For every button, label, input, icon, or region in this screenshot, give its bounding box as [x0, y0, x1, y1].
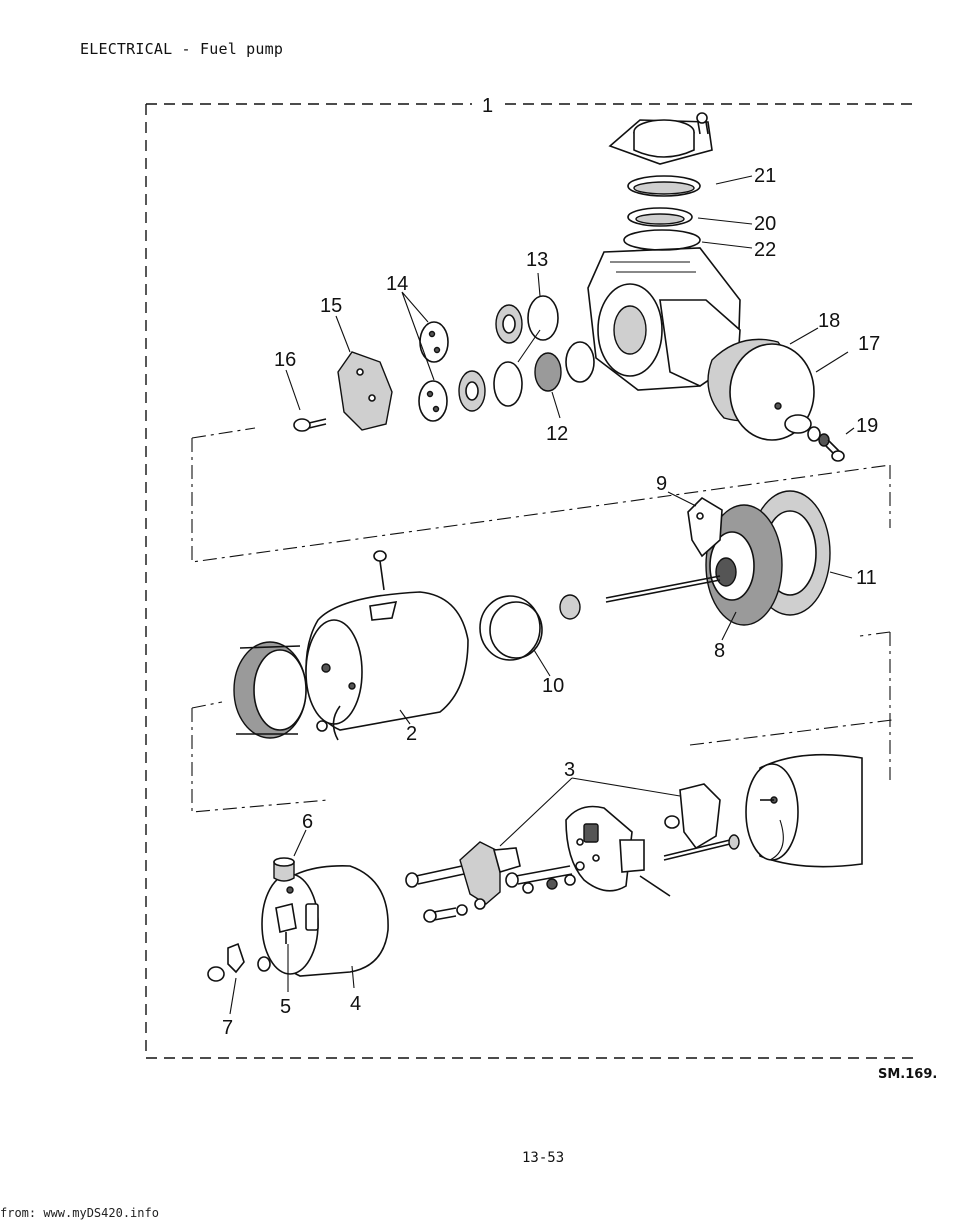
callout-6: 6	[302, 811, 313, 833]
part-12-filter	[534, 352, 562, 392]
part-14-valve-plates	[418, 321, 449, 422]
part-17-diaphragm-plate	[729, 343, 815, 441]
pedestal	[565, 805, 671, 897]
part-15-cover	[337, 351, 393, 431]
part-5-terminal	[275, 903, 297, 944]
callout-14: 14	[386, 273, 408, 295]
callout-19: 19	[856, 415, 878, 437]
callout-12: 12	[546, 423, 568, 445]
source-url: from: www.myDS420.info	[0, 1206, 159, 1220]
callout-4: 4	[350, 993, 361, 1015]
part-21-20-22-rings	[623, 175, 701, 251]
callout-10: 10	[542, 675, 564, 697]
contact-breaker	[663, 783, 740, 861]
assembly-boundaries	[191, 427, 893, 813]
callout-9: 9	[656, 473, 667, 495]
leader-lines	[229, 175, 855, 1015]
callout-15: 15	[320, 295, 342, 317]
valve-discs	[458, 304, 523, 412]
rear-housing	[745, 753, 863, 868]
callout-labels: 1 21 20 22 13 14 15 18 17 16 19 12 9 11 …	[222, 95, 880, 1039]
outer-frame	[145, 103, 918, 1059]
part-7-tag-nut	[207, 942, 271, 982]
figure-reference: SM.169.	[878, 1067, 938, 1082]
callout-13: 13	[526, 249, 548, 271]
section-header: ELECTRICAL - Fuel pump	[80, 40, 284, 58]
callout-8: 8	[714, 640, 725, 662]
callout-5: 5	[280, 996, 291, 1018]
callout-20: 20	[754, 213, 776, 235]
callout-7: 7	[222, 1017, 233, 1039]
callout-11: 11	[856, 567, 877, 589]
rocker-assembly	[405, 841, 585, 923]
part-10-spring	[479, 595, 543, 661]
outlet-cap	[608, 112, 713, 165]
callout-18: 18	[818, 310, 840, 332]
callout-3: 3	[564, 759, 575, 781]
push-rod	[605, 575, 721, 603]
part-16-screw	[293, 418, 327, 432]
spacer-washer	[559, 594, 581, 620]
part-9-bracket	[687, 496, 723, 558]
clamp-ring	[233, 641, 307, 739]
callout-16: 16	[274, 349, 296, 371]
callout-17: 17	[858, 333, 880, 355]
callout-1: 1	[482, 95, 493, 117]
part-2-housing	[305, 550, 469, 741]
callout-22: 22	[754, 239, 776, 261]
part-13-rings	[493, 295, 595, 407]
part-19-bolt	[807, 426, 845, 462]
callout-21: 21	[754, 165, 776, 187]
part-8-diaphragm-body	[705, 504, 783, 626]
part-6-terminal-cap	[273, 857, 295, 882]
page-number: 13-53	[522, 1150, 565, 1166]
callout-2: 2	[406, 723, 417, 745]
